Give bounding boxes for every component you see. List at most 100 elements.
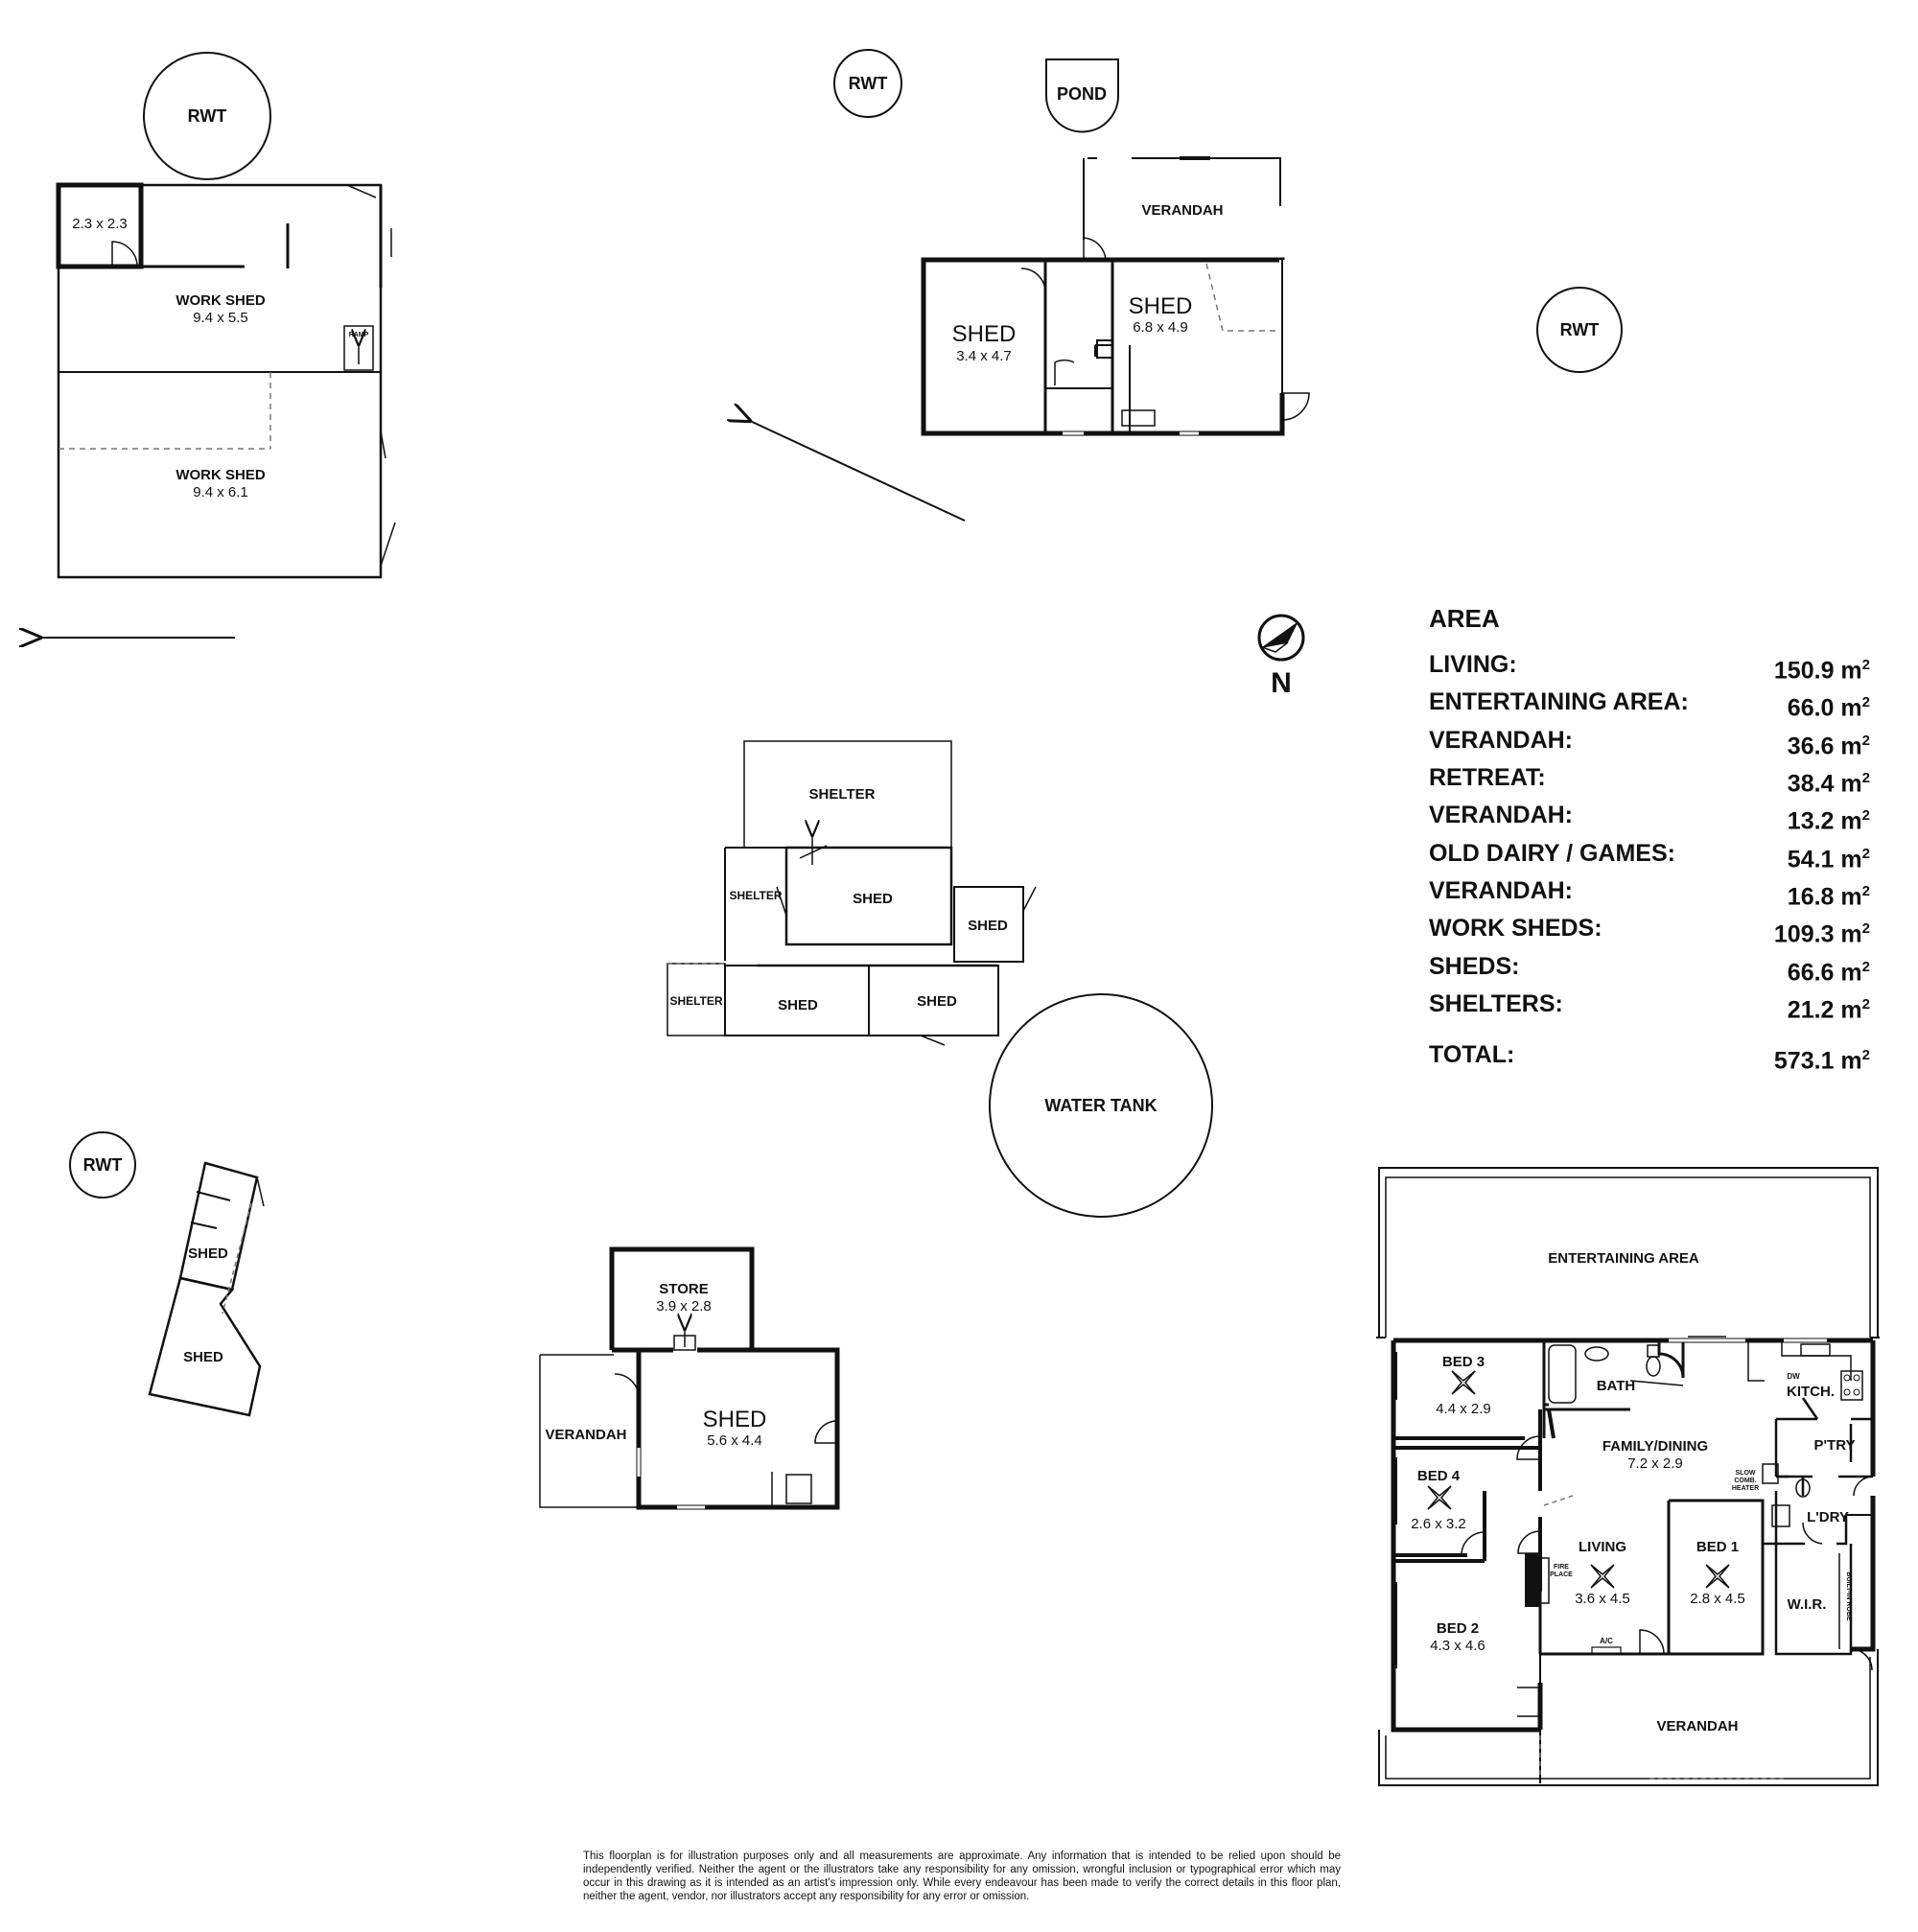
area-row-label: ENTERTAINING AREA:	[1429, 688, 1689, 716]
pantry-label: P'TRY	[1813, 1437, 1855, 1454]
area-row-value: 38.4 m2	[1787, 769, 1870, 798]
family-dining-dim: 7.2 x 2.9	[1627, 1455, 1683, 1472]
area-row-value: 21.2 m2	[1787, 995, 1870, 1024]
entertaining-label: ENTERTAINING AREA	[1548, 1250, 1699, 1267]
ceiling-fan-icon	[1705, 1564, 1730, 1589]
cluster-shed-label: SHED	[778, 997, 818, 1013]
store-shed-label: SHED	[703, 1407, 767, 1432]
house-verandah-label: VERANDAH	[1656, 1718, 1738, 1734]
rwt-tank-3: RWT	[1536, 287, 1623, 373]
store-dim: 3.9 x 2.8	[656, 1298, 712, 1315]
direction-arrow	[748, 420, 966, 522]
area-row-label: LIVING:	[1429, 651, 1517, 678]
area-row-label: VERANDAH:	[1429, 802, 1573, 829]
bed1-dim: 2.8 x 4.5	[1690, 1591, 1745, 1607]
angled-sheds: SHED SHED	[148, 1161, 265, 1417]
area-row-value: 36.6 m2	[1787, 732, 1870, 759]
disclaimer: This floorplan is for illustration purpo…	[583, 1851, 1341, 1902]
shelter-left-label: SHELTER	[669, 994, 722, 1008]
area-row: SHEDS: 66.6 m2	[1429, 951, 1870, 989]
work-shed-2-dim: 9.4 x 6.1	[193, 484, 248, 500]
heater-label: COMB.	[1734, 1478, 1756, 1484]
area-row-label: RETREAT:	[1429, 763, 1546, 791]
compass-north-icon: N	[1257, 614, 1305, 699]
area-row: VERANDAH: 13.2 m2	[1429, 800, 1870, 837]
area-row: VERANDAH: 36.6 m2	[1429, 725, 1870, 762]
rwt-label: RWT	[83, 1155, 123, 1175]
shed-a-label: SHED	[952, 321, 1017, 347]
shed-cluster: SHELTER SHELTER SHELTER SHED SHED SHED S…	[667, 740, 1037, 1046]
area-row: RETREAT: 38.4 m2	[1429, 762, 1870, 800]
laundry-label: L'DRY	[1807, 1509, 1849, 1525]
water-tank-label: WATER TANK	[1044, 1096, 1157, 1115]
top-shed-building: VERANDAH SHED 3.4 x 4.7 SHED 6.8 x 4.9	[921, 156, 1310, 436]
area-row: OLD DAIRY / GAMES:54.1 m2	[1429, 838, 1870, 875]
area-row-value: 66.0 m2	[1787, 694, 1870, 722]
area-total-row: TOTAL: 573.1 m2	[1429, 1039, 1870, 1077]
area-row-label: SHELTERS:	[1429, 989, 1563, 1017]
area-row-label: SHEDS:	[1429, 952, 1520, 980]
shelter-top-label: SHELTER	[809, 786, 876, 803]
water-tank: WATER TANK	[989, 993, 1213, 1218]
dw-label: DW	[1787, 1372, 1800, 1381]
pond: POND	[1045, 58, 1119, 133]
area-schedule: AREA LIVING: 150.9 m2 ENTERTAINING AREA: 66…	[1429, 604, 1870, 1078]
bed2-label: BED 2	[1437, 1620, 1479, 1637]
area-rows: LIVING: 150.9 m2 ENTERTAINING AREA: 66.0 m2…	[1429, 649, 1870, 1026]
angled-shed-label: SHED	[183, 1349, 223, 1365]
heater-label: SLOW	[1736, 1470, 1756, 1477]
area-row-label: VERANDAH:	[1429, 876, 1573, 904]
area-row-value: 150.9 m2	[1773, 657, 1870, 685]
area-row-label: OLD DAIRY / GAMES:	[1429, 839, 1675, 867]
work-shed-1-label: WORK SHED	[175, 292, 266, 309]
heater-label: HEATER	[1732, 1485, 1759, 1492]
work-shed-building: 2.3 x 2.3 WORK SHED 9.4 x 5.5 RAMP WORK …	[56, 182, 396, 579]
angled-shed-label: SHED	[188, 1245, 228, 1262]
area-total-value: 573.1 m2	[1773, 1047, 1870, 1075]
bath-label: BATH	[1597, 1378, 1636, 1394]
cluster-shed-label: SHED	[853, 891, 893, 907]
store-verandah-label: VERANDAH	[545, 1427, 626, 1443]
store-label: STORE	[659, 1281, 708, 1297]
ramp-label: RAMP	[349, 332, 369, 338]
fireplace-label: PLACE	[1550, 1571, 1573, 1578]
area-row-value: 109.3 m2	[1773, 920, 1870, 948]
pond-label: POND	[1057, 84, 1107, 104]
area-row-label: VERANDAH:	[1429, 726, 1573, 754]
work-shed-2-label: WORK SHED	[175, 467, 266, 483]
wir-label: W.I.R.	[1788, 1596, 1827, 1613]
cluster-shed-label: SHED	[968, 918, 1008, 934]
bed4-label: BED 4	[1417, 1468, 1461, 1484]
store-shed-building: STORE 3.9 x 2.8 SHED 5.6 x 4.4 VERANDAH	[539, 1246, 840, 1510]
shed-b-label: SHED	[1129, 293, 1193, 319]
ac-label: A/C	[1600, 1637, 1613, 1645]
area-row: LIVING: 150.9 m2	[1429, 649, 1870, 687]
rwt-label: RWT	[1560, 320, 1600, 339]
area-row-value: 66.6 m2	[1787, 958, 1870, 986]
area-row: WORK SHEDS:109.3 m2	[1429, 913, 1870, 950]
rwt-tank-2: RWT	[833, 49, 902, 118]
store-shed-dim: 5.6 x 4.4	[707, 1432, 762, 1449]
ceiling-fan-icon	[1427, 1485, 1452, 1510]
bed1-label: BED 1	[1696, 1539, 1739, 1555]
ceiling-fan-icon	[1590, 1564, 1615, 1589]
area-total-label: TOTAL:	[1429, 1041, 1515, 1069]
area-row: ENTERTAINING AREA: 66.0 m2	[1429, 687, 1870, 724]
cluster-shed-label: SHED	[917, 993, 957, 1010]
living-label: LIVING	[1579, 1539, 1626, 1555]
shed-b-dim: 6.8 x 4.9	[1133, 319, 1188, 336]
fireplace-label: FIRE	[1554, 1564, 1569, 1571]
area-row-value: 16.8 m2	[1787, 882, 1870, 911]
area-row-value: 13.2 m2	[1787, 807, 1870, 835]
rwt-tank-4: RWT	[69, 1131, 136, 1199]
top-verandah-label: VERANDAH	[1141, 202, 1223, 219]
rwt-label: RWT	[188, 106, 227, 126]
bed4-dim: 2.6 x 3.2	[1411, 1516, 1466, 1532]
ceiling-fan-icon	[1451, 1370, 1476, 1395]
area-row: VERANDAH: 16.8 m2	[1429, 875, 1870, 913]
bed3-dim: 4.4 x 2.9	[1436, 1401, 1491, 1417]
small-room-dim: 2.3 x 2.3	[72, 216, 128, 232]
area-title: AREA	[1429, 604, 1500, 633]
shelter-mid-label: SHELTER	[729, 889, 782, 902]
shed-a-dim: 3.4 x 4.7	[956, 348, 1012, 364]
